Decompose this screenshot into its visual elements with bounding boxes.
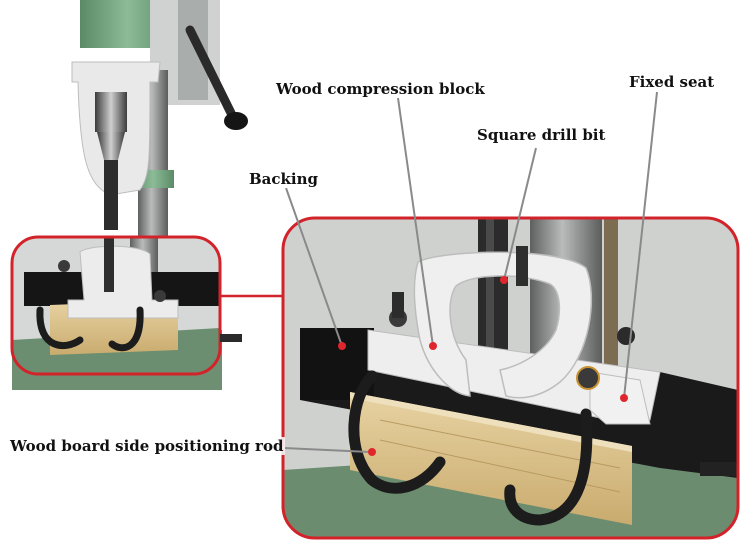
- leader-lines: [261, 91, 658, 453]
- label-wood-board-side-positioning-rod: Wood board side positioning rod: [8, 437, 286, 455]
- label-backing: Backing: [247, 170, 321, 188]
- overview-frame: [10, 235, 222, 376]
- marker-square-drill-bit: [500, 276, 508, 284]
- marker-fixed-seat: [620, 394, 628, 402]
- marker-wood-compression-block: [429, 342, 437, 350]
- marker-positioning-rod: [368, 448, 376, 456]
- leader-wood-compression-block: [397, 97, 434, 347]
- detail-photo: [283, 218, 738, 538]
- overview-spindle-stub: [220, 334, 242, 342]
- label-square-drill-bit: Square drill bit: [475, 126, 608, 144]
- leader-fixed-seat: [623, 91, 658, 399]
- marker-backing: [338, 342, 346, 350]
- leader-backing: [285, 187, 343, 347]
- label-fixed-seat: Fixed seat: [627, 73, 717, 91]
- detail-frame: [281, 216, 740, 540]
- overview-inset: [12, 237, 220, 374]
- leader-square-drill-bit: [503, 147, 537, 281]
- callout-markers: [338, 276, 628, 456]
- label-wood-compression-block: Wood compression block: [274, 80, 487, 98]
